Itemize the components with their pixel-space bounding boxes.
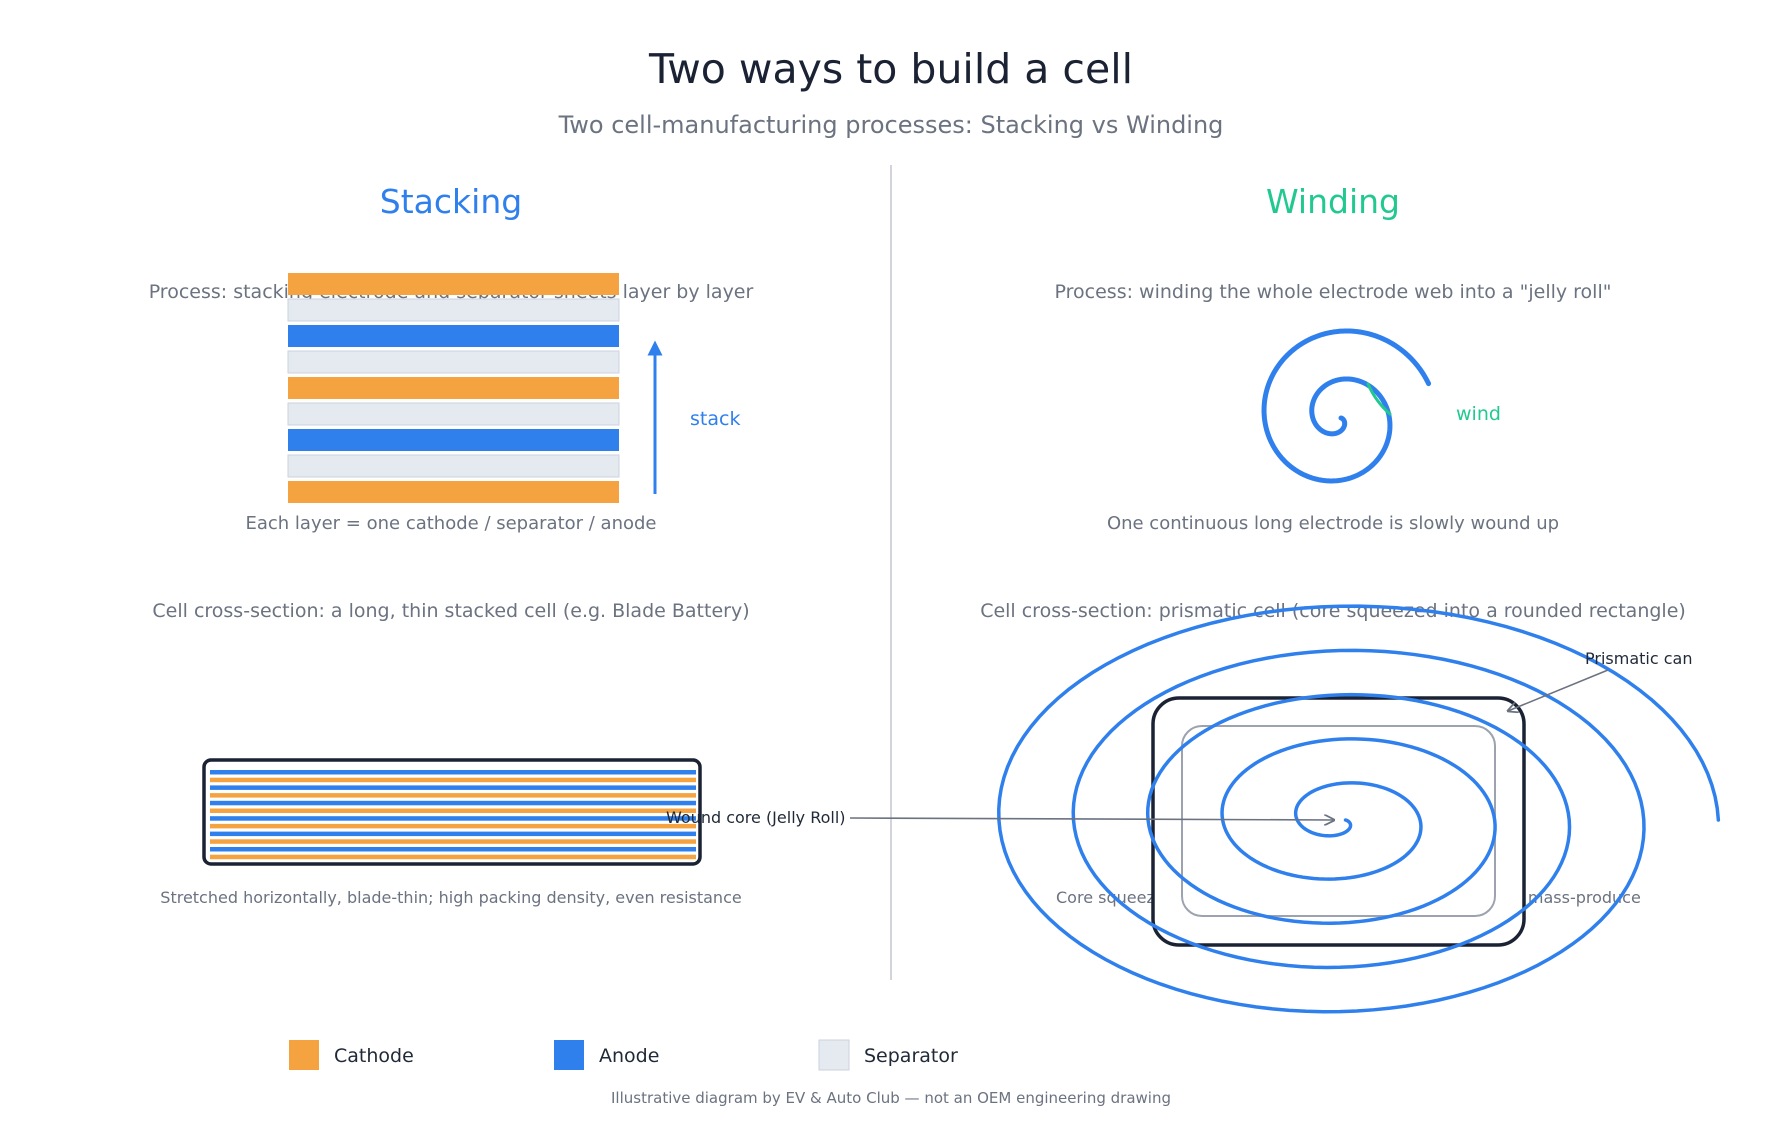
winding-process-text: Process: winding the whole electrode web… xyxy=(1055,281,1612,303)
stack-layer-separator xyxy=(287,454,620,478)
legend-label-cathode: Cathode xyxy=(334,1045,414,1067)
wind-arrow-label: wind xyxy=(1456,403,1501,425)
stack-layer-separator xyxy=(287,298,620,322)
blade-cell-layers xyxy=(210,770,696,860)
blade-layer-anode xyxy=(210,847,696,852)
stacking-title: Stacking xyxy=(380,182,522,221)
can-label-leader xyxy=(1508,669,1609,711)
stacking-cross-section-title: Cell cross-section: a long, thin stacked… xyxy=(152,600,749,622)
legend-label-anode: Anode xyxy=(599,1045,659,1067)
blade-layer-cathode xyxy=(210,823,696,829)
legend-swatch-anode xyxy=(554,1040,584,1070)
footer-note: Illustrative diagram by EV & Auto Club —… xyxy=(611,1089,1171,1107)
stack-layer-separator xyxy=(287,350,620,374)
stacking-cross-section-caption: Stretched horizontally, blade-thin; high… xyxy=(160,888,741,907)
blade-layer-cathode xyxy=(210,854,696,860)
legend-swatch-separator xyxy=(818,1039,850,1071)
blade-layer-cathode xyxy=(210,793,696,798)
core-label-leader xyxy=(849,818,1334,820)
winding-spiral-caption: One continuous long electrode is slowly … xyxy=(1107,513,1559,534)
page-title: Two ways to build a cell xyxy=(648,45,1133,93)
legend-label-separator: Separator xyxy=(864,1045,958,1067)
stack-layer-anode xyxy=(288,325,619,347)
jelly-roll-spiral xyxy=(1261,328,1432,484)
winding-title: Winding xyxy=(1266,182,1400,221)
prismatic-can xyxy=(1151,696,1526,947)
legend-swatch-cathode xyxy=(289,1040,319,1070)
stack-layer-anode xyxy=(288,429,619,451)
core-label: Wound core (Jelly Roll) xyxy=(666,808,846,827)
page-subtitle: Two cell-manufacturing processes: Stacki… xyxy=(558,111,1224,139)
blade-layer-anode xyxy=(210,785,696,790)
legend: Cathode Anode Separator xyxy=(289,1039,958,1071)
winding-caption-right: o mass-produce xyxy=(1513,888,1641,907)
blade-layer-cathode xyxy=(210,777,696,783)
blade-layer-anode xyxy=(210,770,696,775)
blade-layer-anode xyxy=(210,800,696,806)
stack-arrow-label: stack xyxy=(690,408,740,430)
stack-layer-caption: Each layer = one cathode / separator / a… xyxy=(245,513,656,534)
stack-layer-cathode xyxy=(288,481,619,503)
stack-layer-separator xyxy=(287,402,620,426)
wind-direction-arrow xyxy=(1366,382,1392,416)
winding-cross-section-title: Cell cross-section: prismatic cell (core… xyxy=(980,600,1686,622)
stack-layer-cathode xyxy=(288,377,619,399)
blade-layer-cathode xyxy=(210,808,696,813)
blade-layer-anode xyxy=(210,831,696,837)
blade-layer-anode xyxy=(210,816,696,821)
stack-layer-cathode xyxy=(288,273,619,295)
stack-layers xyxy=(287,273,620,503)
blade-layer-cathode xyxy=(210,839,696,844)
can-label: Prismatic can xyxy=(1585,649,1692,668)
